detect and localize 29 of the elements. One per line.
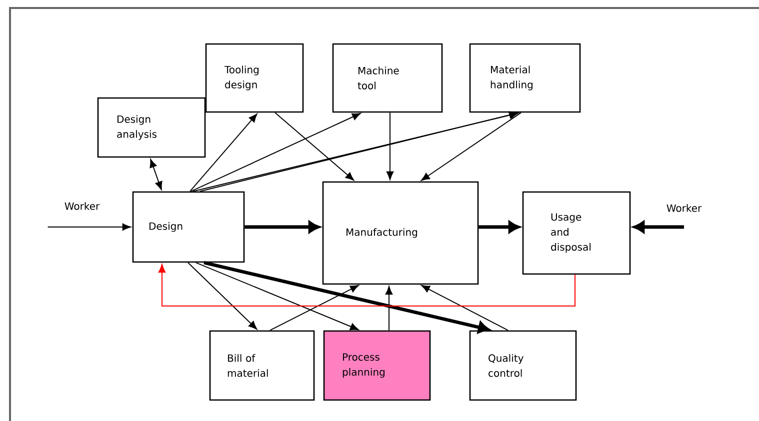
process-box: Design analysis xyxy=(97,97,206,158)
arrow xyxy=(421,112,522,181)
arrow xyxy=(188,262,258,330)
process-box: Bill of material xyxy=(209,330,315,401)
arrow xyxy=(270,285,359,331)
arrow xyxy=(190,112,361,192)
label-text: Worker xyxy=(666,204,702,212)
process-box: Process planning xyxy=(323,330,431,401)
process-box: Usage and disposal xyxy=(522,191,631,275)
process-box: Tooling design xyxy=(205,43,304,113)
arrow xyxy=(633,221,684,233)
arrow xyxy=(196,262,359,330)
label-text: Worker xyxy=(64,202,100,210)
arrow xyxy=(385,286,393,331)
arrow xyxy=(47,223,131,231)
arrow xyxy=(190,114,258,192)
process-box: Machine tool xyxy=(332,43,443,113)
process-box: Material handling xyxy=(469,43,581,113)
arrow xyxy=(386,112,394,180)
arrow xyxy=(244,221,320,233)
arrow xyxy=(150,158,162,190)
process-box: Manufacturing xyxy=(322,181,479,285)
arrow xyxy=(274,112,354,181)
arrow xyxy=(158,264,576,306)
process-box: Quality control xyxy=(469,330,577,401)
arrow xyxy=(421,285,508,331)
process-box: Design xyxy=(132,191,245,263)
arrow xyxy=(478,221,520,233)
arrow xyxy=(204,261,490,334)
